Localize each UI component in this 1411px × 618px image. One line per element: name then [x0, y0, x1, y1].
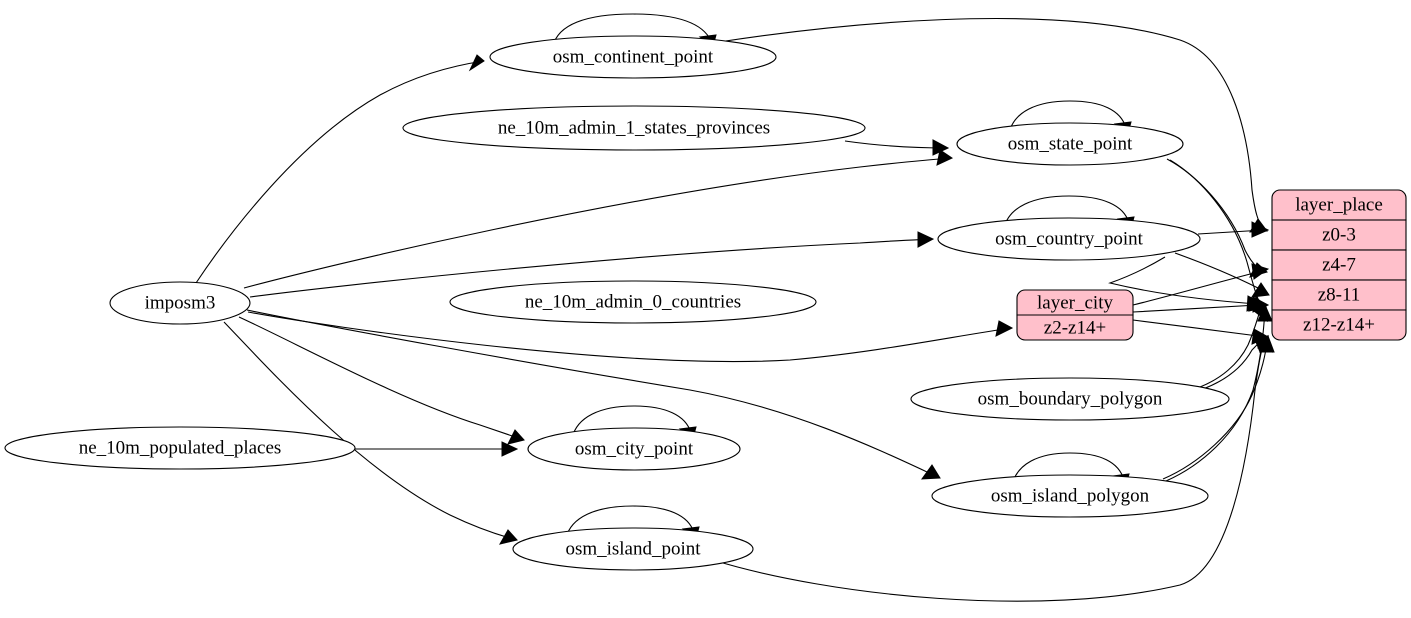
edge-layer_city-to-layer_place-z12-z14plus	[1132, 319, 1270, 345]
node-osm_island_point-label: osm_island_point	[565, 538, 701, 559]
record-layer_place[interactable]: layer_place z0-3 z4-7 z8-11 z12-z14+	[1271, 189, 1407, 341]
node-osm_state_point[interactable]: osm_state_point	[956, 122, 1184, 166]
record-layer: layer_city z2-z14+ layer_place z0-3 z4-7…	[1016, 189, 1407, 341]
edge-imposm3-to-osm_state_point	[243, 149, 954, 289]
edge-imposm3-to-osm_island_polygon	[246, 309, 941, 480]
edge-ne_10m_admin_1_states_provinces-to-osm_state_point	[844, 139, 950, 156]
record-layer_place-cell-z4-7: z4-7	[1322, 254, 1356, 275]
record-layer_city-cell-z2-z14plus: z2-z14+	[1044, 317, 1106, 338]
edge-osm_country_point-to-layer_place-z0-3	[1197, 221, 1270, 238]
node-osm_city_point-label: osm_city_point	[575, 438, 694, 459]
node-osm_continent_point-label: osm_continent_point	[553, 46, 714, 67]
node-ne_10m_populated_places[interactable]: ne_10m_populated_places	[4, 426, 356, 470]
node-osm_boundary_polygon[interactable]: osm_boundary_polygon	[910, 377, 1230, 421]
record-layer_place-cell-z12-z14plus: z12-z14+	[1303, 314, 1375, 335]
edge-imposm3-to-osm_country_point	[249, 231, 935, 298]
edge-imposm3-to-osm_continent_point	[195, 54, 485, 284]
node-osm_city_point[interactable]: osm_city_point	[527, 427, 741, 471]
node-ne_10m_admin_0_countries-label: ne_10m_admin_0_countries	[525, 291, 741, 312]
record-layer_city[interactable]: layer_city z2-z14+	[1016, 289, 1134, 341]
node-layer: imposm3 osm_continent_point ne_10m_admin…	[4, 35, 1230, 571]
node-osm_island_polygon[interactable]: osm_island_polygon	[931, 474, 1209, 518]
edge-ne_10m_populated_places-to-osm_city_point	[355, 441, 519, 457]
edge-osm_island_polygon-to-layer_place-z8-11	[1165, 303, 1273, 482]
edge-layer_city-to-layer_place-z4-7	[1132, 263, 1270, 306]
node-osm_island_point[interactable]: osm_island_point	[512, 527, 754, 571]
record-layer_place-cell-title: layer_place	[1295, 194, 1383, 215]
node-osm_boundary_polygon-label: osm_boundary_polygon	[978, 388, 1163, 409]
record-layer_place-cell-z0-3: z0-3	[1322, 224, 1356, 245]
edge-imposm3-to-layer_city	[247, 311, 1014, 362]
node-ne_10m_admin_1_states_provinces-label: ne_10m_admin_1_states_provinces	[498, 117, 770, 138]
node-imposm3[interactable]: imposm3	[109, 281, 251, 325]
node-ne_10m_populated_places-label: ne_10m_populated_places	[79, 437, 282, 458]
node-osm_island_polygon-label: osm_island_polygon	[991, 485, 1150, 506]
record-layer_place-cell-z8-11: z8-11	[1318, 284, 1361, 305]
node-ne_10m_admin_0_countries[interactable]: ne_10m_admin_0_countries	[449, 280, 817, 324]
node-osm_country_point-label: osm_country_point	[995, 228, 1143, 249]
edge-osm_island_point-to-layer_place-z12-z14plus	[712, 334, 1273, 602]
edge-osm_country_point-to-layer_place-z8-11	[1108, 256, 1265, 312]
record-layer_city-cell-title: layer_city	[1037, 292, 1113, 313]
edge-imposm3-to-osm_island_point	[223, 321, 518, 545]
node-osm_continent_point[interactable]: osm_continent_point	[489, 35, 777, 79]
node-osm_state_point-label: osm_state_point	[1008, 133, 1133, 154]
edge-osm_state_point-to-layer_place-z4-7	[1166, 158, 1268, 278]
node-osm_country_point[interactable]: osm_country_point	[937, 217, 1201, 261]
edge-layer	[195, 13, 1275, 602]
node-ne_10m_admin_1_states_provinces[interactable]: ne_10m_admin_1_states_provinces	[402, 105, 866, 151]
node-imposm3-label: imposm3	[145, 292, 216, 313]
edge-imposm3-to-osm_city_point	[238, 316, 525, 445]
edge-osm_country_point-to-layer_place-z4-7	[1174, 252, 1270, 298]
